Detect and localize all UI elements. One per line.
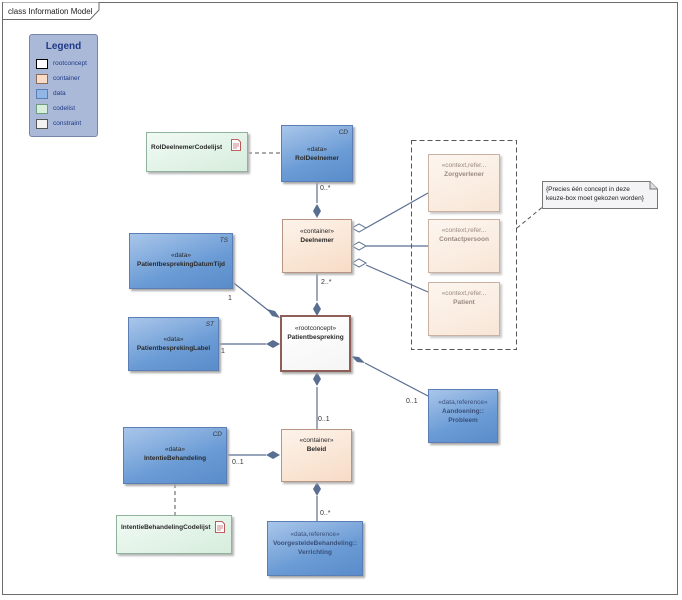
multiplicity-deelnemer: 2..* [321, 279, 332, 286]
node-contactpersoon[interactable]: «context,refer... Contactpersoon [428, 219, 500, 273]
composition-diamond [313, 372, 321, 386]
multiplicity-aandoening: 0..1 [406, 398, 418, 405]
node-voorgestelde-behandeling-verrichting[interactable]: «data,reference» VoorgesteldeBehandeling… [267, 521, 363, 576]
multiplicity-beleid: 0..1 [318, 416, 330, 423]
node-patient[interactable]: «context,refer... Patient [428, 282, 500, 336]
node-zorgverlener[interactable]: «context,refer... Zorgverlener [428, 154, 500, 212]
multiplicity-rol: 0..* [320, 185, 331, 192]
frame-tab-shape [2, 2, 100, 20]
multiplicity-verrichting: 0..* [320, 510, 331, 517]
node-patientbespreking[interactable]: «rootconcept» Patientbespreking [280, 315, 351, 372]
node-rol-deelnemer[interactable]: CD «data» RolDeelnemer [281, 125, 353, 182]
note-anchor [516, 204, 546, 229]
composition-diamond [351, 356, 365, 363]
document-icon [215, 521, 225, 533]
node-beleid[interactable]: «container» Beleid [281, 429, 352, 482]
multiplicity-intentie: 0..1 [232, 459, 244, 466]
legend-swatch [36, 119, 48, 129]
node-patientbespreking-label[interactable]: ST «data» PatientbesprekingLabel [128, 317, 219, 371]
node-intentie-behandeling-codelijst[interactable]: IntentieBehandelingCodelijst [116, 515, 232, 554]
constraint-note[interactable]: {Precies één concept in deze keuze-box m… [542, 181, 658, 209]
composition-diamond [267, 309, 280, 318]
legend-swatch [36, 89, 48, 99]
legend-swatch [36, 104, 48, 114]
diagram-frame [2, 2, 678, 595]
multiplicity-label: 1 [221, 348, 225, 355]
node-intentie-behandeling[interactable]: CD «data» IntentieBehandeling [123, 427, 227, 484]
node-deelnemer[interactable]: «container» Deelnemer [282, 219, 352, 273]
choice-box [411, 140, 517, 350]
composition-diamond [313, 204, 321, 218]
legend: Legend rootconcept container data codeli… [29, 34, 98, 137]
diagram-title: class Information Model [8, 7, 93, 16]
node-patientbespreking-datumtijd[interactable]: TS «data» PatientbesprekingDatumTijd [129, 233, 233, 289]
node-rol-deelnemer-codelijst[interactable]: RolDeelnemerCodelijst [146, 132, 248, 172]
composition-diamond [266, 340, 280, 348]
aggregation-diamond [350, 223, 368, 233]
legend-title: Legend [45, 41, 82, 52]
document-icon [231, 139, 241, 151]
note-shape [542, 181, 658, 209]
aggregation-diamond [350, 258, 368, 268]
node-aandoening-probleem[interactable]: «data,reference» Aandoening:: Probleem [428, 389, 498, 443]
note-text: {Precies één concept in deze keuze-box m… [546, 186, 644, 202]
composition-diamond [313, 302, 321, 316]
legend-swatch [36, 74, 48, 84]
composition-diamond [313, 482, 321, 496]
multiplicity-datum-tijd: 1 [228, 295, 232, 302]
aggregation-diamond [350, 241, 368, 251]
legend-swatch [36, 59, 48, 69]
composition-diamond [266, 451, 280, 459]
